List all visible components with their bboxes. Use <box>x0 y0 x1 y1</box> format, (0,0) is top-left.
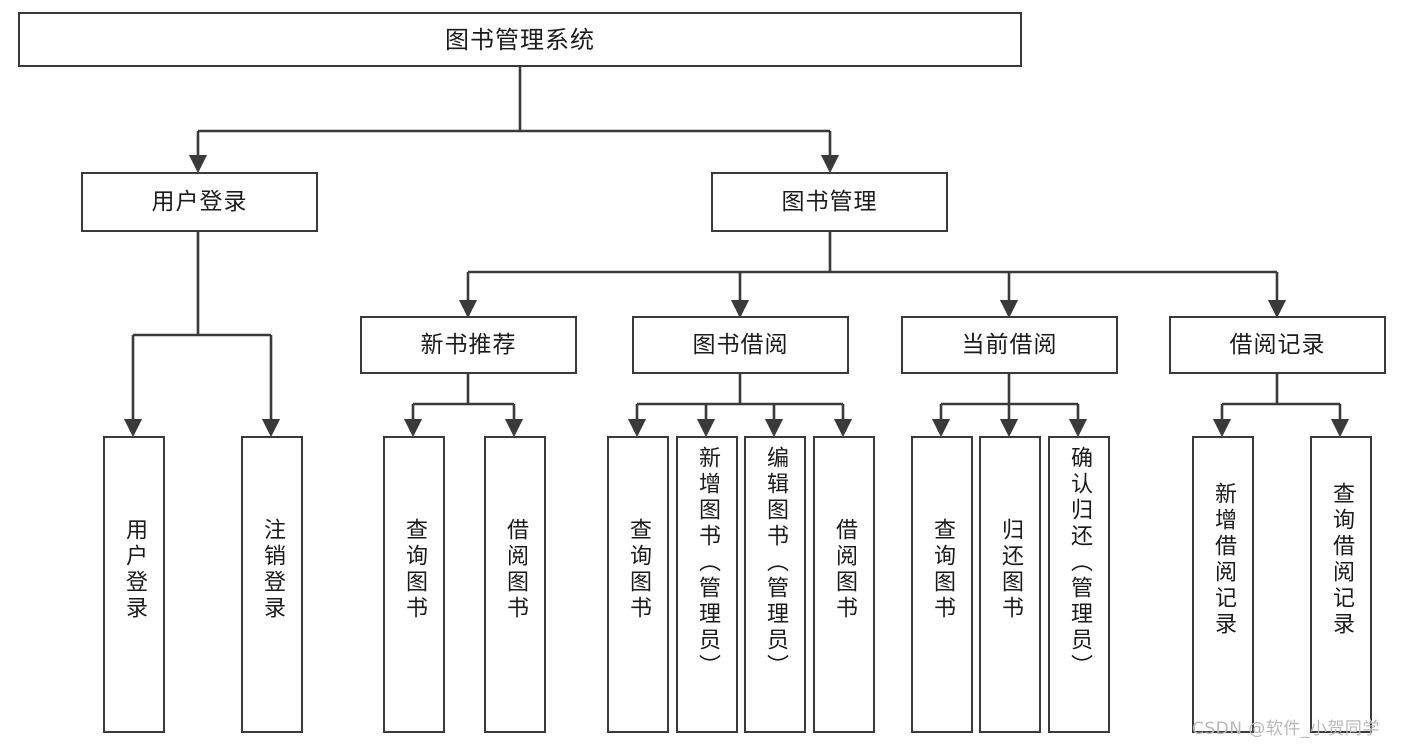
node-leaf-edit-book-label: 编辑图书（管理员） <box>763 446 788 680</box>
node-leaf-user-login[interactable]: 用户登录 <box>103 436 165 733</box>
node-leaf-query-book-2-label: 查询图书 <box>626 518 651 622</box>
node-borrow-record[interactable]: 借阅记录 <box>1169 316 1386 374</box>
node-new-book-recommend[interactable]: 新书推荐 <box>360 316 577 374</box>
csdn-watermark: CSDN @软件_小贺同学 <box>1192 719 1380 739</box>
node-leaf-confirm-return-label: 确认归还（管理员） <box>1067 446 1092 680</box>
node-leaf-return-book-label: 归还图书 <box>998 518 1023 622</box>
node-leaf-query-book-1[interactable]: 查询图书 <box>383 436 445 733</box>
node-leaf-borrow-book-1[interactable]: 借阅图书 <box>484 436 546 733</box>
node-leaf-add-book-label: 新增图书（管理员） <box>695 446 720 680</box>
node-book-borrow-label: 图书借阅 <box>692 331 789 358</box>
node-leaf-borrow-book-2-label: 借阅图书 <box>832 518 857 622</box>
node-new-book-recommend-label: 新书推荐 <box>420 331 517 358</box>
node-leaf-return-book[interactable]: 归还图书 <box>979 436 1041 733</box>
node-leaf-borrow-book-2[interactable]: 借阅图书 <box>813 436 875 733</box>
node-root-label: 图书管理系统 <box>445 25 595 54</box>
node-leaf-add-record[interactable]: 新增借阅记录 <box>1192 436 1254 733</box>
node-leaf-borrow-book-1-label: 借阅图书 <box>503 518 528 622</box>
node-leaf-edit-book[interactable]: 编辑图书（管理员） <box>744 436 806 733</box>
node-leaf-logout-login-label: 注销登录 <box>260 518 285 622</box>
node-leaf-query-record-label: 查询借阅记录 <box>1329 482 1354 638</box>
node-root[interactable]: 图书管理系统 <box>18 12 1022 67</box>
node-user-login[interactable]: 用户登录 <box>81 172 318 232</box>
node-leaf-query-book-2[interactable]: 查询图书 <box>607 436 669 733</box>
node-leaf-query-book-3[interactable]: 查询图书 <box>911 436 973 733</box>
node-leaf-query-record[interactable]: 查询借阅记录 <box>1310 436 1372 733</box>
node-leaf-query-book-1-label: 查询图书 <box>402 518 427 622</box>
node-current-borrow-label: 当前借阅 <box>961 331 1058 358</box>
node-book-borrow[interactable]: 图书借阅 <box>632 316 849 374</box>
node-book-manage[interactable]: 图书管理 <box>711 172 948 232</box>
node-leaf-confirm-return[interactable]: 确认归还（管理员） <box>1048 436 1110 733</box>
node-leaf-add-book[interactable]: 新增图书（管理员） <box>676 436 738 733</box>
node-current-borrow[interactable]: 当前借阅 <box>901 316 1118 374</box>
node-leaf-user-login-label: 用户登录 <box>122 518 147 622</box>
node-leaf-query-book-3-label: 查询图书 <box>930 518 955 622</box>
node-user-login-label: 用户登录 <box>151 188 248 215</box>
node-leaf-logout-login[interactable]: 注销登录 <box>241 436 303 733</box>
node-book-manage-label: 图书管理 <box>781 188 878 215</box>
node-leaf-add-record-label: 新增借阅记录 <box>1211 482 1236 638</box>
node-borrow-record-label: 借阅记录 <box>1229 331 1326 358</box>
